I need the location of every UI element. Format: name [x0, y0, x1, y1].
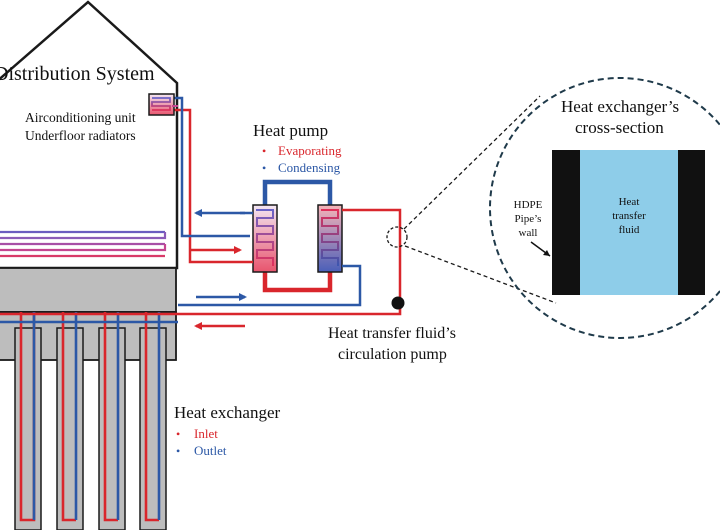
heat-pump-legend-bullet-2: •	[262, 161, 266, 175]
heat-pump-bottom-loop	[262, 272, 333, 293]
heat-pump-legend-condensing: Condensing	[278, 160, 341, 175]
borehole-3	[98, 327, 126, 530]
distribution-supply-pipe	[172, 108, 250, 264]
ac-coil-lines	[151, 97, 171, 111]
evaporator-supply-pipe	[342, 208, 402, 300]
circulation-pump-label-line2: circulation pump	[338, 346, 447, 363]
evaporator-return-pipe	[178, 264, 362, 307]
building-title: Distribution System	[0, 63, 155, 85]
circulation-pump-label-line1: Heat transfer fluid’s	[328, 325, 456, 342]
borehole-2	[56, 327, 84, 530]
boreholes	[0, 305, 402, 530]
heat-exchanger-legend-inlet: Inlet	[194, 426, 218, 441]
heat-pump-legend-bullet-1: •	[262, 144, 266, 158]
flow-arrows	[190, 209, 247, 330]
pipe-wall-right	[678, 150, 705, 295]
condenser-coil	[256, 209, 274, 266]
heat-pump-top-loop	[262, 179, 333, 205]
heat-exchanger-legend: Heat exchanger • Inlet • Outlet	[174, 403, 281, 458]
zoom-line-top	[403, 95, 541, 230]
evaporator-coil	[321, 209, 339, 266]
wall-label-line2: Pipe’s	[515, 213, 542, 225]
distribution-return-pipe	[172, 96, 250, 238]
circulation-pump-dot	[391, 296, 405, 310]
underfloor-radiator-coil	[0, 230, 167, 258]
pipe-wall-left	[552, 150, 580, 295]
wall-label-line3: wall	[519, 227, 538, 239]
wall-label-line1: HDPE	[514, 199, 543, 211]
slab-upper	[0, 267, 177, 313]
circulation-pump: Heat transfer fluid’s circulation pump	[328, 296, 456, 363]
building-unit-ac: Airconditioning unit	[25, 110, 136, 125]
zoom-line-bottom	[404, 245, 557, 304]
cross-section-title-line1: Heat exchanger’s	[561, 97, 679, 116]
cross-section-circle	[489, 77, 720, 339]
zoom-source-circle	[386, 226, 408, 248]
heat-exchanger-title: Heat exchanger	[174, 403, 281, 422]
heat-exchanger-bullet-1: •	[176, 427, 180, 441]
heat-exchanger-bullet-2: •	[176, 444, 180, 458]
heat-pump-title: Heat pump	[253, 121, 328, 140]
borehole-1	[14, 327, 42, 530]
borehole-4	[139, 327, 167, 530]
u-tube-loops	[19, 312, 161, 522]
heat-exchanger-legend-outlet: Outlet	[194, 443, 227, 458]
heat-transfer-fluid-area	[580, 150, 678, 295]
heat-pump: Heat pump • Evaporating • Condensing	[178, 121, 402, 307]
building-unit-radiators: Underfloor radiators	[25, 128, 136, 143]
cross-section-title-line2: cross-section	[575, 118, 664, 137]
building: Distribution System Airconditioning unit…	[0, 0, 250, 270]
heat-pump-legend-evaporating: Evaporating	[278, 143, 342, 158]
fluid-label-line3: fluid	[619, 224, 640, 236]
fluid-label-line2: transfer	[612, 210, 646, 222]
fluid-label-line1: Heat	[619, 196, 640, 208]
cross-section-callout: Heat exchanger’s cross-section Heat tran…	[386, 77, 720, 339]
